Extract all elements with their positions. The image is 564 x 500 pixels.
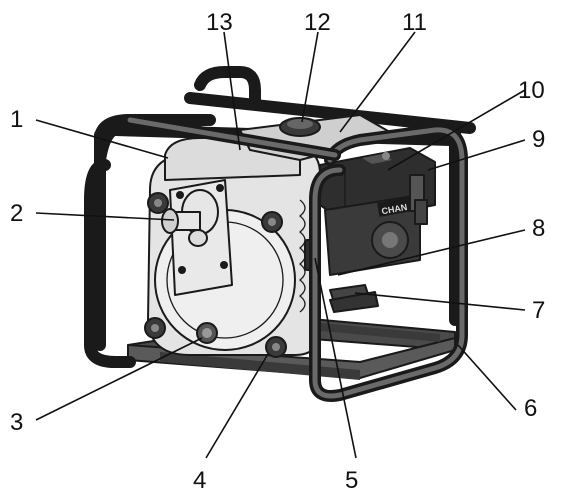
callout-labels: 1 2 3 4 5 6 7 8 9 10 11 12 13 [10, 9, 545, 494]
discharge-outlet [161, 179, 233, 296]
callout-2: 2 [10, 200, 23, 227]
engine: CHAN [239, 114, 436, 313]
leader-4 [205, 353, 269, 459]
leader-10 [387, 89, 526, 171]
engine-badge: CHAN [377, 197, 413, 217]
callout-10: 10 [518, 77, 545, 104]
leader-12 [301, 31, 319, 123]
leader-1 [35, 119, 169, 159]
leader-5 [314, 257, 357, 459]
leader-9 [427, 139, 526, 171]
callout-9: 9 [532, 126, 545, 153]
callout-4: 4 [193, 467, 206, 494]
leader-2 [35, 212, 175, 221]
drain-plug [196, 322, 218, 344]
leader-lines [35, 31, 526, 459]
leader-11 [339, 31, 416, 133]
callout-6: 6 [524, 395, 537, 422]
leader-7 [354, 292, 526, 311]
leader-13 [223, 31, 241, 151]
callout-8: 8 [532, 215, 545, 242]
engine-badge-text: CHAN [381, 202, 408, 216]
callout-13: 13 [206, 9, 233, 36]
callout-7: 7 [532, 297, 545, 324]
leader-6 [457, 344, 517, 411]
callout-5: 5 [345, 467, 358, 494]
callout-3: 3 [10, 409, 23, 436]
frame-front [84, 114, 468, 402]
leader-3 [35, 337, 203, 421]
housing-knobs [144, 192, 287, 358]
callout-12: 12 [304, 9, 331, 36]
leader-8 [337, 229, 526, 276]
callout-11: 11 [402, 9, 427, 36]
callout-1: 1 [10, 106, 23, 133]
